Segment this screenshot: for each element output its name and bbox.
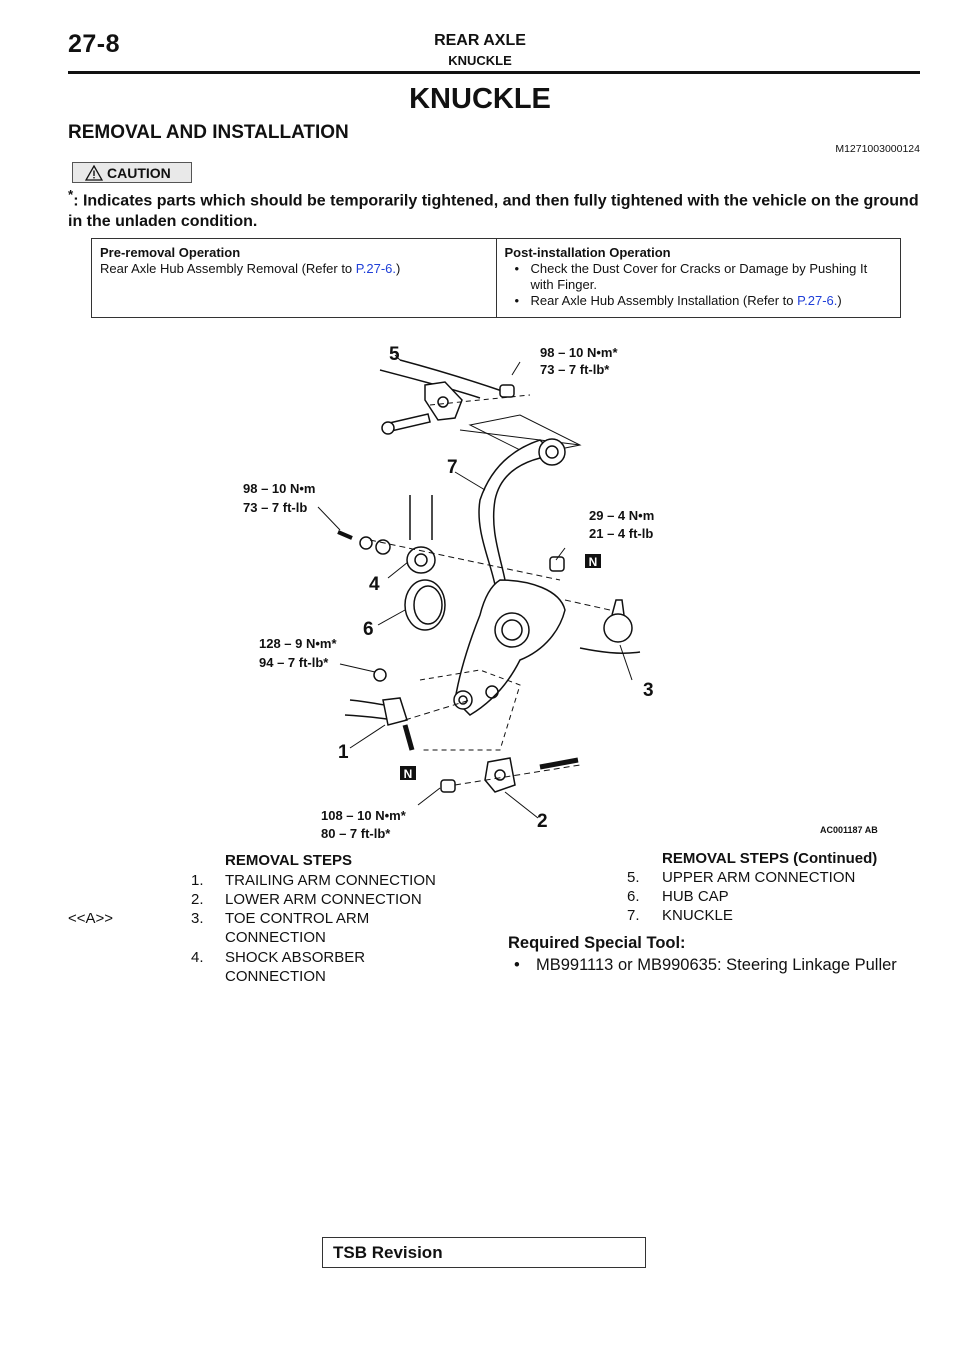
- asterisk-mark: *: [68, 187, 74, 202]
- torque-label: 29 – 4 N•m: [589, 508, 654, 523]
- tsb-revision-box: TSB Revision: [322, 1237, 646, 1268]
- callout-number: 3: [643, 680, 654, 701]
- step-label: LOWER ARM CONNECTION: [225, 891, 422, 908]
- new-part-box: [585, 554, 601, 568]
- step-number: 2.: [191, 891, 204, 908]
- pre-removal-close: ): [396, 261, 401, 276]
- torque-label: 98 – 10 N•m: [243, 481, 315, 496]
- new-part-mark: N: [589, 555, 598, 569]
- callout-number: 7: [447, 457, 458, 478]
- caution-badge: CAUTION: [72, 162, 192, 183]
- torque-label: 73 – 7 ft-lb: [243, 500, 307, 515]
- post-item-text: Rear Axle Hub Assembly Installation (Ref…: [530, 293, 798, 308]
- section-title: KNUCKLE: [448, 53, 512, 68]
- step-number: 6.: [627, 888, 640, 905]
- post-installation-item: Rear Axle Hub Assembly Installation (Ref…: [505, 293, 893, 309]
- operations-table: Pre-removal Operation Rear Axle Hub Asse…: [91, 238, 901, 318]
- knuckle-exploded-diagram: N N 5 7 4 6 3 1 2 98 – 10 N•m* 73 – 7 ft…: [243, 344, 878, 841]
- torque-label: 80 – 7 ft-lb*: [321, 826, 391, 841]
- removal-steps-continued-heading: REMOVAL STEPS (Continued): [662, 850, 878, 867]
- special-tool-text: MB991113 or MB990635: Steering Linkage P…: [536, 956, 897, 974]
- step-number: 5.: [627, 869, 640, 886]
- warning-triangle-icon: [85, 164, 103, 181]
- callout-number: 2: [537, 811, 548, 832]
- bullet-icon: •: [514, 956, 520, 974]
- step-number: 1.: [191, 872, 204, 889]
- caution-text: *: Indicates parts which should be tempo…: [68, 184, 928, 232]
- step-label-continued: CONNECTION: [225, 968, 326, 985]
- torque-label: 128 – 9 N•m*: [259, 636, 337, 651]
- special-tool-item: • MB991113 or MB990635: Steering Linkage …: [510, 956, 897, 975]
- chapter-title: REAR AXLE: [434, 32, 526, 49]
- step-label: SHOCK ABSORBER: [225, 949, 366, 966]
- step-number: 7.: [627, 907, 640, 924]
- page-title: KNUCKLE: [409, 83, 551, 115]
- post-installation-link[interactable]: P.27-6.: [797, 293, 838, 308]
- step-label: UPPER ARM CONNECTION: [662, 869, 856, 886]
- caution-body: : Indicates parts which should be tempor…: [68, 192, 919, 231]
- callout-number: 1: [338, 742, 349, 763]
- new-part-box: [400, 766, 416, 780]
- pre-removal-text: Rear Axle Hub Assembly Removal (Refer to: [100, 261, 356, 276]
- step-number: 3.: [191, 910, 204, 927]
- step-number: 4.: [191, 949, 204, 966]
- post-item-close: ): [837, 293, 842, 308]
- post-installation-item: Check the Dust Cover for Cracks or Damag…: [505, 261, 893, 293]
- special-tool-heading: Required Special Tool:: [508, 934, 686, 952]
- callout-number: 4: [369, 574, 380, 595]
- subsection-title: REMOVAL AND INSTALLATION: [68, 122, 349, 143]
- torque-label: 73 – 7 ft-lb*: [540, 362, 610, 377]
- step-label: KNUCKLE: [662, 907, 733, 924]
- post-installation-list: Check the Dust Cover for Cracks or Damag…: [505, 261, 893, 309]
- torque-label: 108 – 10 N•m*: [321, 808, 407, 823]
- torque-label: 94 – 7 ft-lb*: [259, 655, 329, 670]
- callout-number: 5: [389, 344, 400, 365]
- pre-removal-cell: Pre-removal Operation Rear Axle Hub Asse…: [91, 238, 497, 318]
- pre-removal-heading: Pre-removal Operation: [100, 245, 241, 260]
- caution-label: CAUTION: [107, 164, 171, 181]
- step-note: <<A>>: [68, 910, 114, 927]
- post-installation-cell: Post-installation Operation Check the Du…: [495, 238, 901, 318]
- step-label: HUB CAP: [662, 888, 729, 905]
- step-label-continued: CONNECTION: [225, 929, 326, 946]
- step-label: TRAILING ARM CONNECTION: [225, 872, 436, 889]
- callout-number: 6: [363, 619, 374, 640]
- pre-removal-link[interactable]: P.27-6.: [355, 261, 397, 276]
- figure-code: AC001187 AB: [820, 825, 878, 835]
- page-number: 27-8: [68, 30, 121, 58]
- new-part-mark: N: [404, 767, 413, 781]
- removal-steps-heading: REMOVAL STEPS: [225, 852, 352, 869]
- header-rule: [68, 71, 920, 74]
- torque-label: 21 – 4 ft-lb: [589, 526, 653, 541]
- step-label: TOE CONTROL ARM: [225, 910, 370, 927]
- document-code: M1271003000124: [835, 143, 920, 155]
- pre-removal-item: Rear Axle Hub Assembly Removal (Refer to…: [100, 261, 488, 277]
- torque-label: 98 – 10 N•m*: [540, 345, 618, 360]
- post-installation-heading: Post-installation Operation: [504, 245, 671, 260]
- tsb-revision-label: TSB Revision: [333, 1243, 443, 1262]
